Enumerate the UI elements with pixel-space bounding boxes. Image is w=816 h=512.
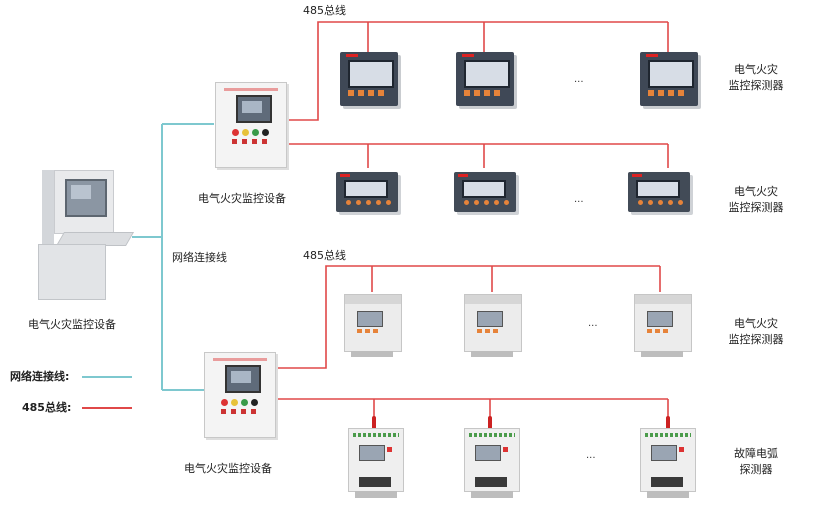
legend-network-label: 网络连接线: (10, 370, 70, 383)
controller-cabinet-bottom (204, 352, 276, 438)
row1-detector-3 (640, 52, 698, 106)
row2-detector-2 (454, 172, 516, 212)
row4-detector-2 (464, 428, 520, 498)
row4-ellipsis: ... (586, 450, 596, 461)
row3-detector-1 (344, 294, 402, 357)
row3-device-label: 电气火灾 监控探测器 (728, 317, 784, 346)
legend-bus-label: 485总线: (22, 401, 72, 414)
row1-detector-1 (340, 52, 398, 106)
row4-device-label: 故障电弧 探测器 (734, 447, 778, 476)
bus-lines (276, 21, 669, 426)
row3-detector-3 (634, 294, 692, 357)
row4-detector-3 (640, 428, 696, 498)
controller-top-label: 电气火灾监控设备 (198, 192, 286, 205)
row4-antenna-1 (372, 416, 376, 428)
workstation-label: 电气火灾监控设备 (28, 318, 116, 331)
controller-cabinet-top (215, 82, 287, 168)
controller-bottom-label: 电气火灾监控设备 (184, 462, 272, 475)
row4-antenna-2 (488, 416, 492, 428)
row2-detector-3 (628, 172, 690, 212)
row2-device-label: 电气火灾 监控探测器 (728, 185, 784, 214)
network-lines (132, 123, 214, 391)
network-line-label: 网络连接线 (172, 251, 227, 264)
row1-detector-2 (456, 52, 514, 106)
row4-detector-1 (348, 428, 404, 498)
row1-ellipsis: ... (574, 74, 584, 85)
row4-antenna-3 (666, 416, 670, 428)
row3-ellipsis: ... (588, 318, 598, 329)
monitoring-workstation (38, 170, 135, 300)
row2-detector-1 (336, 172, 398, 212)
row1-device-label: 电气火灾 监控探测器 (728, 63, 784, 92)
top-bus-label: 485总线 (303, 4, 346, 17)
row2-ellipsis: ... (574, 194, 584, 205)
row3-detector-2 (464, 294, 522, 357)
mid-bus-label: 485总线 (303, 249, 346, 262)
